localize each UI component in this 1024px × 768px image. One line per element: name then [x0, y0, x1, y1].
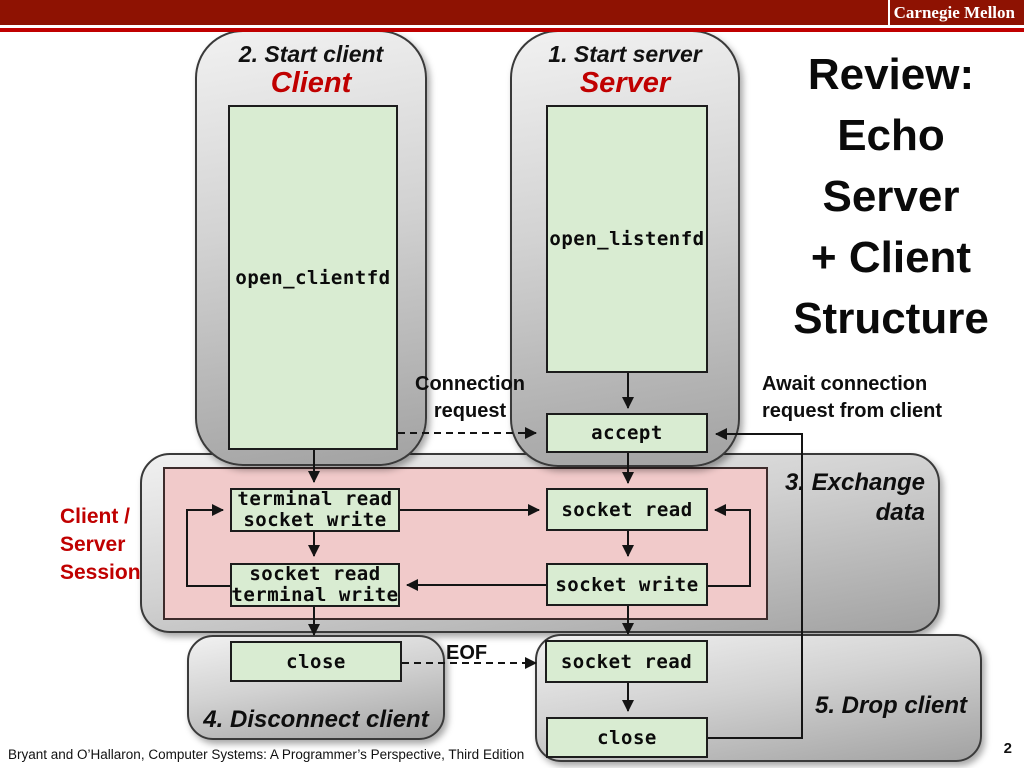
header-divider [888, 0, 890, 25]
open-listenfd-box: open_listenfd [546, 105, 708, 373]
box-line: close [597, 726, 657, 749]
label-line: Server [60, 533, 126, 556]
box-line: socket write [555, 573, 699, 596]
footer-credit: Bryant and O’Hallaron, Computer Systems:… [8, 747, 525, 762]
header-accent-line [0, 28, 1024, 32]
box-line: terminal read [237, 488, 393, 510]
box-line: socket read [560, 650, 693, 673]
title-line: Server [822, 172, 960, 221]
disconnect-client-label: 4. Disconnect client [203, 706, 429, 733]
box-line: socket write [243, 509, 387, 531]
label-line: Connection [415, 373, 525, 395]
client-server-session-label: Client / Server Session [60, 503, 141, 587]
page-number: 2 [1003, 740, 1012, 757]
title-line: + Client [810, 233, 972, 282]
title-line: Review: [807, 50, 975, 99]
server-close-box: close [546, 717, 708, 758]
label-line: Session [60, 561, 141, 584]
drop-client-label: 5. Drop client [814, 692, 967, 719]
connection-request-label: Connection request [405, 371, 535, 425]
box-line: terminal write [231, 584, 399, 606]
label-line: Await connection [762, 373, 928, 395]
open-clientfd-box: open_clientfd [228, 105, 398, 450]
server-socket-write-box: socket write [546, 563, 708, 606]
title-line: Echo [837, 111, 945, 160]
label-line: data [875, 499, 925, 526]
client-step-label: 2. Start client [238, 41, 384, 67]
accept-box: accept [546, 413, 708, 453]
label-line: Client / [60, 505, 131, 528]
socket-read-terminal-write-box: socket read terminal write [230, 563, 400, 607]
server-socket-read-box: socket read [546, 488, 708, 531]
box-line: close [286, 650, 346, 673]
box-line: socket read [561, 498, 693, 521]
client-close-box: close [230, 641, 402, 682]
label-line: request from client [762, 400, 943, 422]
teardown-socket-read-box: socket read [545, 640, 708, 683]
server-step-label: 1. Start server [548, 41, 702, 67]
open-clientfd-label: open_clientfd [235, 266, 391, 289]
title-line: Structure [793, 294, 989, 343]
label-line: 3. Exchange [784, 469, 925, 496]
await-connection-label: Await connection request from client [762, 371, 942, 425]
label-line: request [433, 400, 507, 422]
eof-label: EOF [446, 642, 488, 664]
box-line: socket read [249, 563, 381, 585]
terminal-read-socket-write-box: terminal read socket write [230, 488, 400, 532]
client-title: Client [270, 67, 352, 99]
slide-title: Review: Echo Server + Client Structure [758, 44, 1024, 349]
accept-label: accept [591, 422, 663, 444]
open-listenfd-label: open_listenfd [549, 228, 705, 250]
header-bar: Carnegie Mellon [0, 0, 1024, 25]
brand-logo: Carnegie Mellon [893, 3, 1015, 22]
exchange-data-label: 3. Exchange data [760, 468, 925, 528]
server-title: Server [579, 67, 671, 99]
